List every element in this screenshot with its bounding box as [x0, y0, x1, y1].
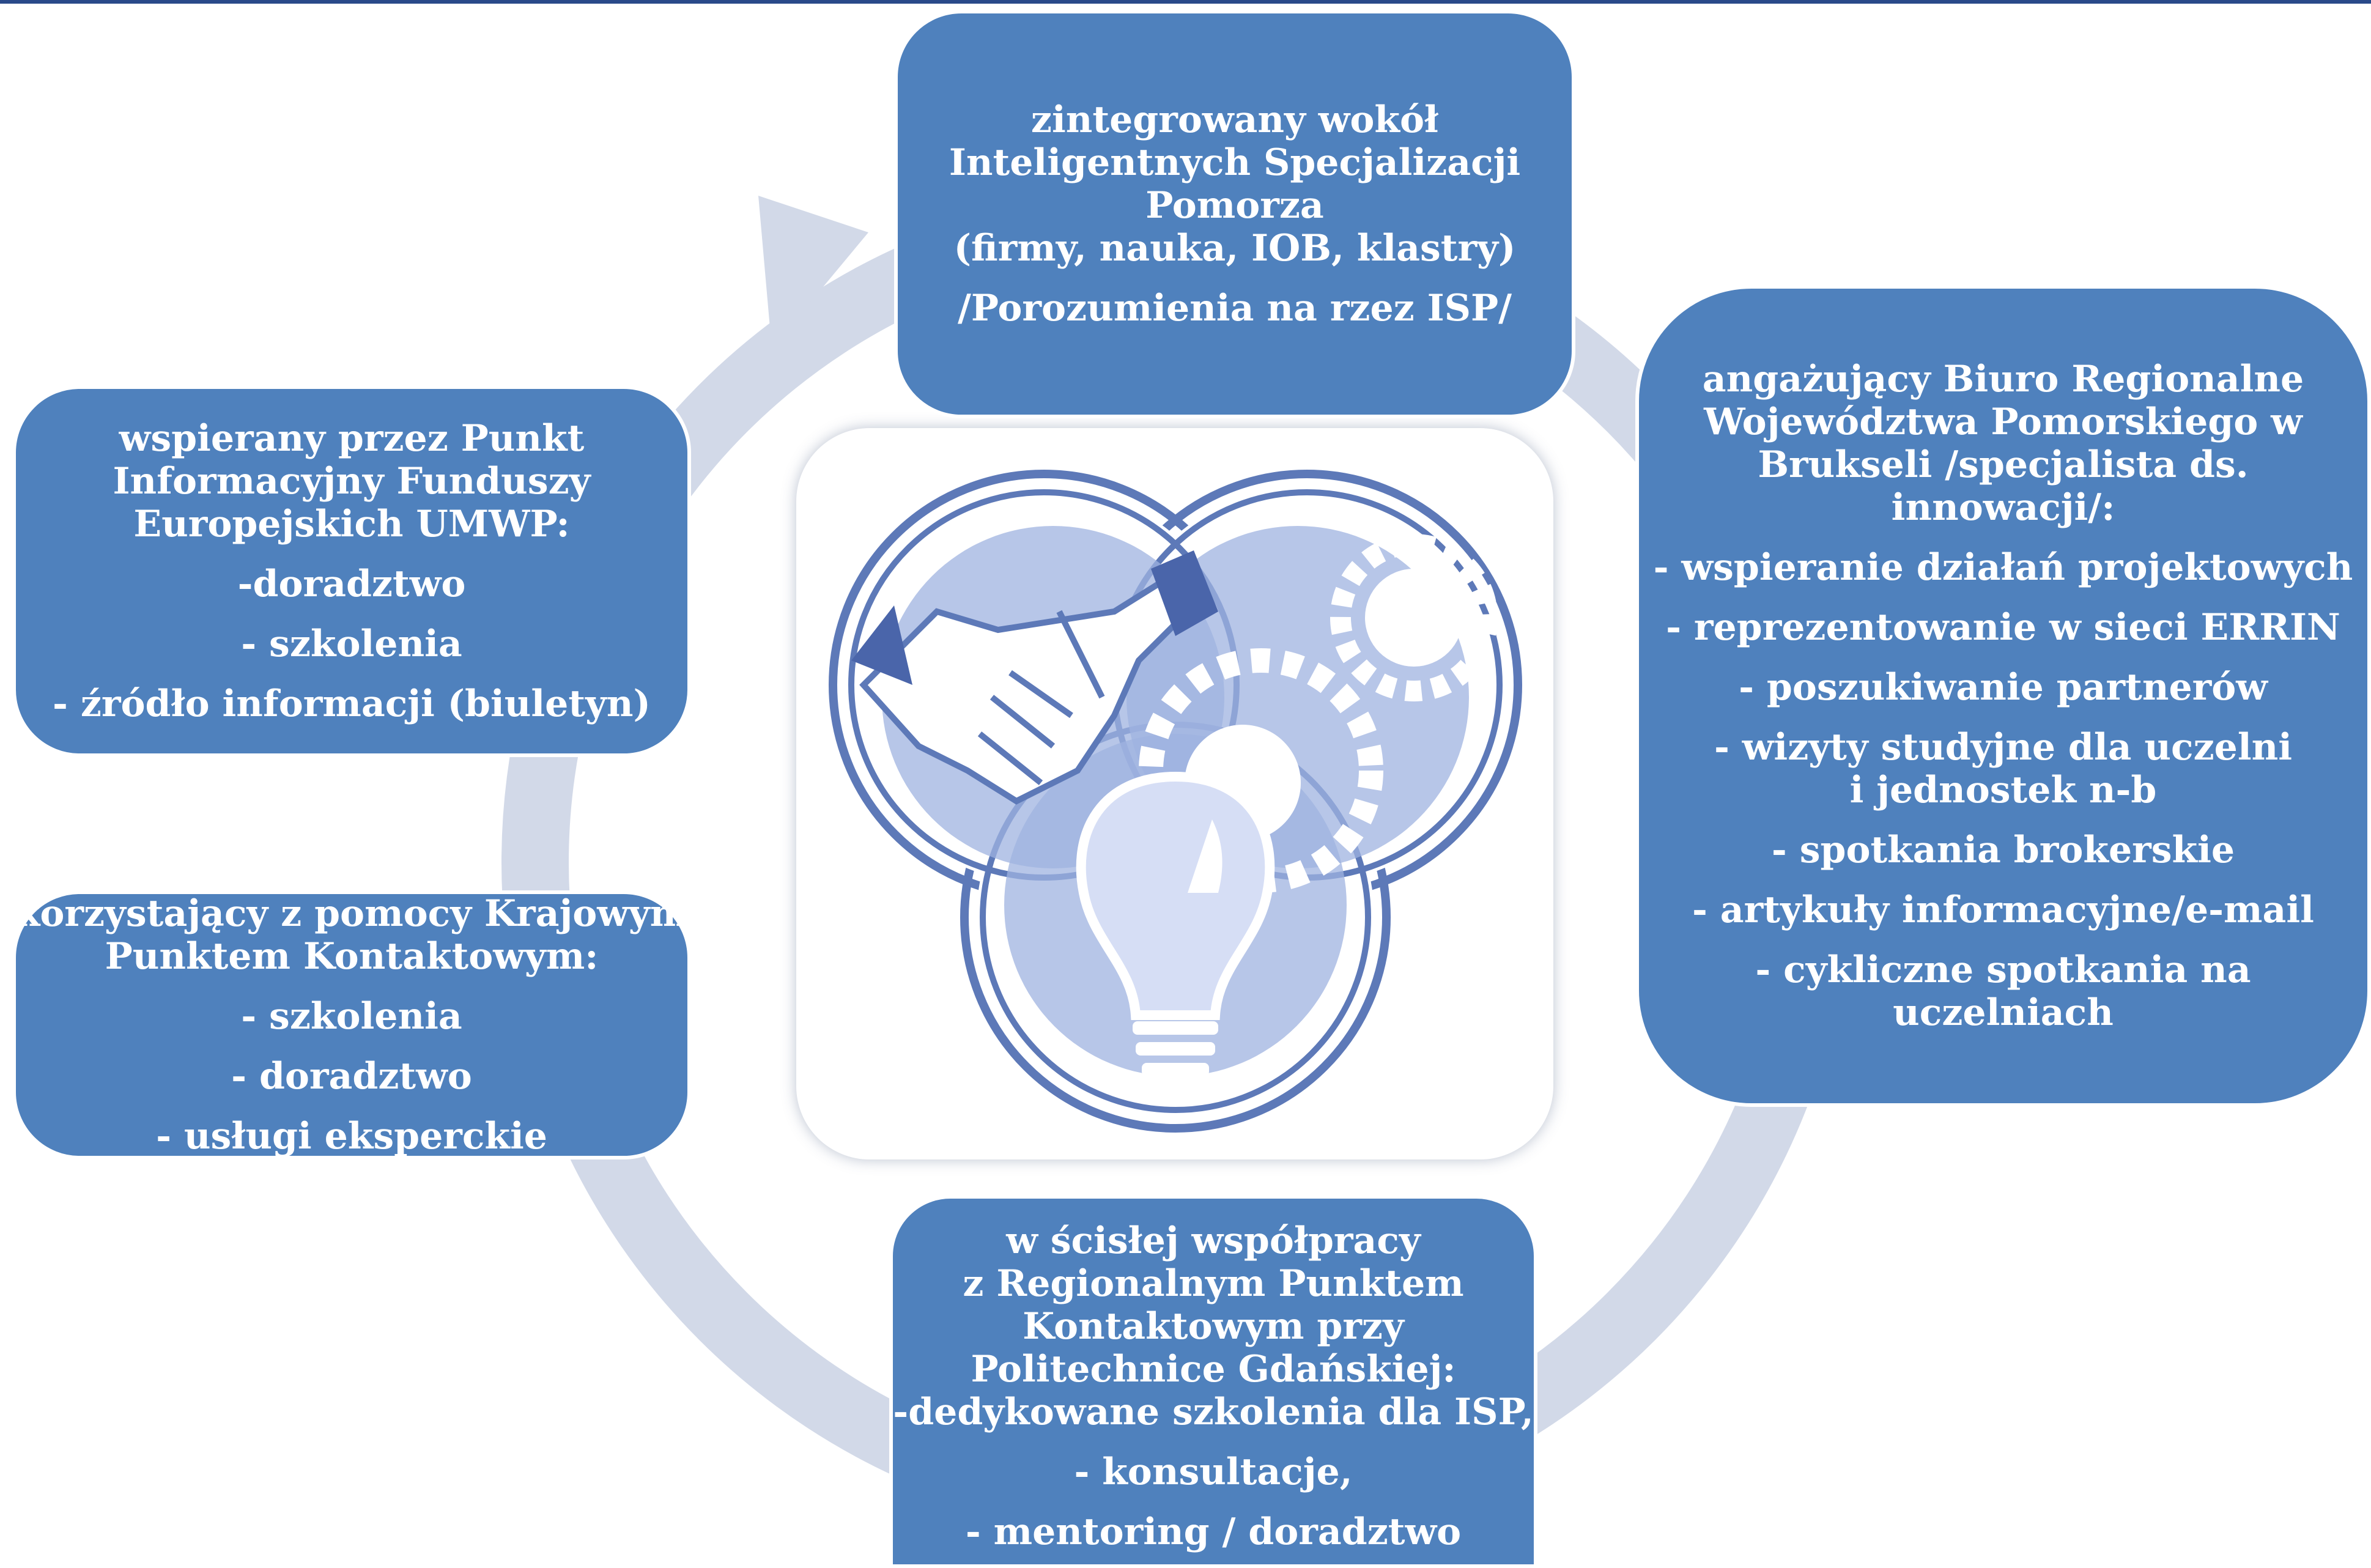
box-line: Brukseli /specjalista ds.	[1758, 443, 2249, 486]
handshake-icon	[851, 550, 1218, 805]
integration-box: zintegrowany wokół Inteligentnych Specja…	[894, 10, 1575, 418]
box-line: zintegrowany wokół	[1030, 98, 1439, 141]
box-line: wspierany przez Punkt	[119, 417, 585, 460]
box-line: angażujący Biuro Regionalne	[1702, 358, 2304, 401]
list-item: - reprezentowanie w sieci ERRIN	[1666, 606, 2340, 649]
list-item: uczelniach	[1893, 991, 2114, 1034]
list-item: - szkolenia	[241, 995, 462, 1038]
box-line: innowacji/:	[1891, 486, 2115, 529]
eu-funds-info-point-box: wspierany przez Punkt Informacyjny Fundu…	[12, 385, 691, 757]
box-line: z Regionalnym Punktem	[963, 1262, 1464, 1305]
list-item: - szkolenia	[241, 623, 462, 665]
cycle-arrowhead	[758, 196, 868, 349]
list-item: - doradztwo	[231, 1055, 472, 1098]
regional-contact-point-box: w ścisłej współpracy z Regionalnym Punkt…	[889, 1195, 1537, 1568]
innovation-logo	[829, 470, 1522, 1133]
list-item: - cykliczne spotkania na	[1755, 949, 2251, 991]
list-item: - mentoring / doradztwo	[965, 1511, 1462, 1553]
box-line: Politechnice Gdańskiej:	[971, 1348, 1456, 1391]
box-line: Inteligentnych Specjalizacji	[949, 141, 1521, 184]
box-line: (firmy, nauka, IOB, klastry)	[953, 227, 1516, 270]
list-item: - spotkania brokerskie	[1771, 829, 2235, 871]
box-line: Punktem Kontaktowym:	[105, 935, 599, 978]
national-contact-point-box: korzystający z pomocy Krajowym Punktem K…	[12, 890, 691, 1159]
list-item: i jednostek n-b	[1849, 769, 2157, 812]
brussels-office-box: angażujący Biuro Regionalne Województwa …	[1635, 285, 2371, 1107]
list-item: - źródło informacji (biuletyn)	[53, 682, 651, 725]
list-item: - poszukiwanie partnerów	[1739, 666, 2268, 709]
list-item: - konsultacje,	[1074, 1451, 1353, 1493]
lightbulb-icon	[1076, 771, 1275, 1076]
box-line: -dedykowane szkolenia dla ISP,	[893, 1391, 1534, 1433]
box-line: Europejskich UMWP:	[133, 503, 570, 545]
box-line: Województwa Pomorskiego w	[1704, 401, 2303, 443]
top-border-line	[0, 0, 2371, 4]
box-line: Kontaktowym przy	[1023, 1305, 1404, 1348]
list-item: - wizyty studyjne dla uczelni	[1714, 726, 2293, 769]
box-line: Pomorza	[1145, 184, 1324, 227]
list-item: - wspieranie działań projektowych	[1653, 546, 2353, 589]
box-note: /Porozumienia na rzez ISP/	[957, 287, 1512, 330]
list-item: -doradztwo	[237, 563, 466, 605]
box-line: Informacyjny Funduszy	[113, 460, 591, 503]
list-item: - usługi eksperckie	[156, 1115, 547, 1158]
box-line: korzystający z pomocy Krajowym	[14, 892, 689, 935]
list-item: - artykuły informacyjne/e-mail	[1692, 889, 2314, 931]
box-line: w ścisłej współpracy	[1006, 1219, 1421, 1262]
center-logo-card	[796, 428, 1553, 1159]
